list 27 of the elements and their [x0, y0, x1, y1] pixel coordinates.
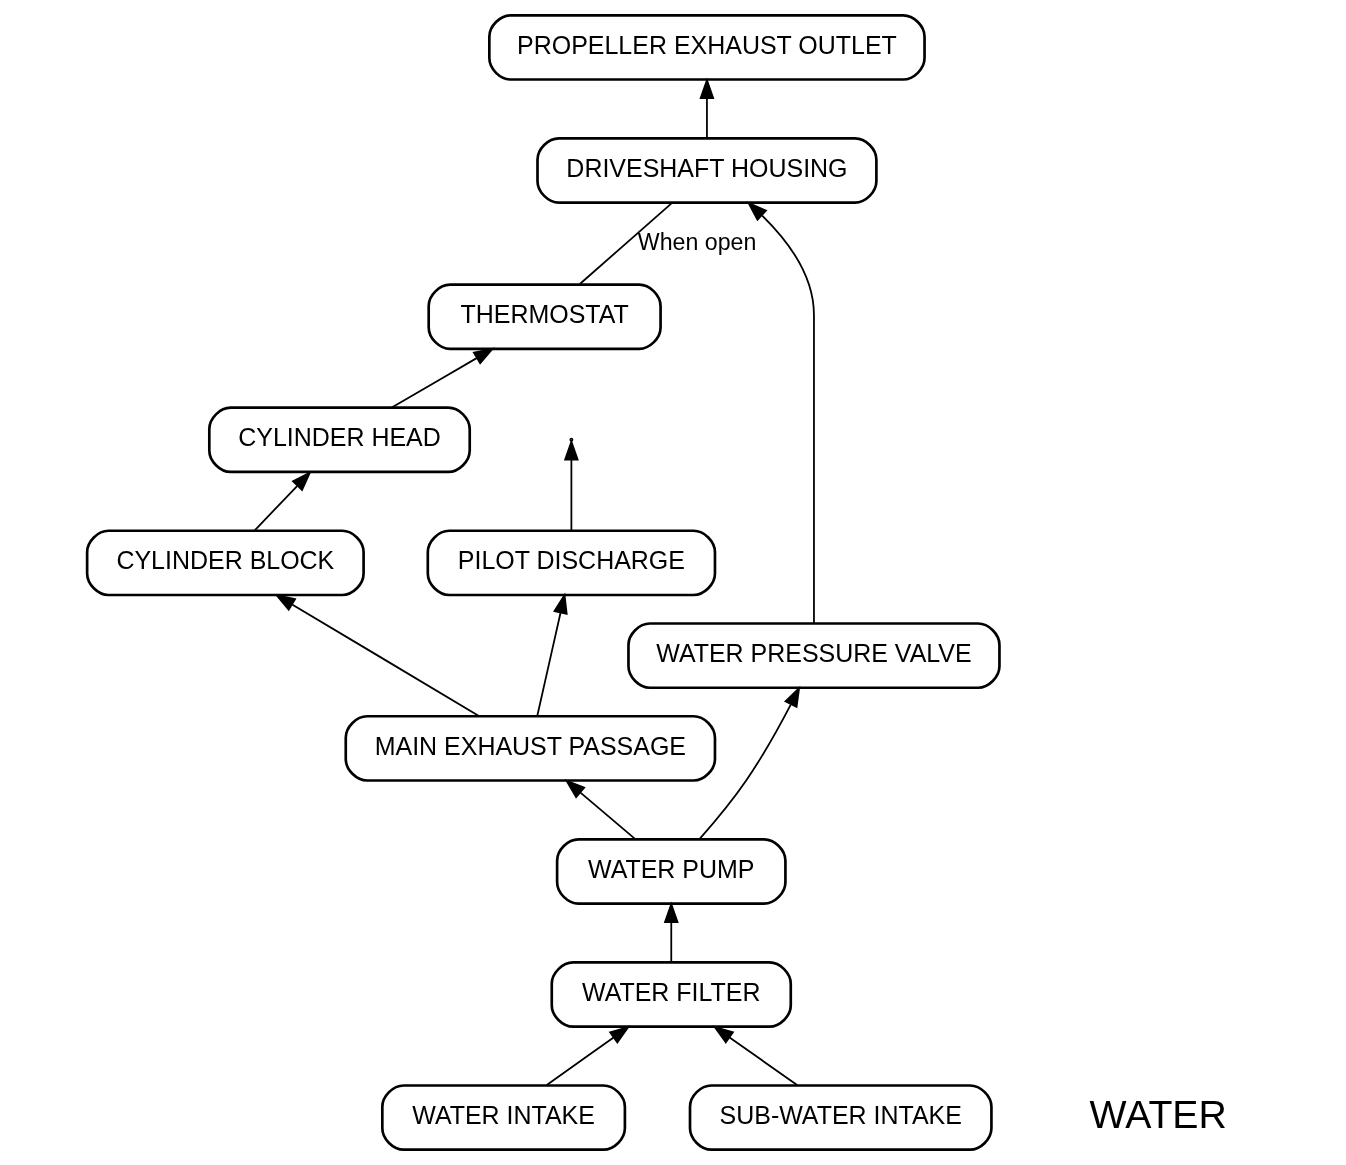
arrow	[746, 201, 815, 624]
arrow	[698, 685, 800, 840]
arrow	[663, 901, 679, 963]
node-box: CYLINDER BLOCK	[85, 529, 365, 597]
arrow	[390, 347, 495, 409]
node-box: PILOT DISCHARGE	[425, 529, 716, 597]
node-box: WATER PUMP	[555, 838, 787, 905]
node-box: THERMOSTAT	[426, 283, 662, 351]
label: WATER	[1089, 1091, 1227, 1136]
node-box: WATER INTAKE	[380, 1084, 626, 1152]
arrow	[564, 779, 636, 840]
arrow	[712, 1025, 798, 1086]
node-box: DRIVESHAFT HOUSING	[535, 137, 878, 204]
arrow	[273, 593, 480, 718]
arrow	[535, 592, 568, 717]
edge-label: When open	[637, 228, 756, 255]
node-box: WATER PRESSURE VALVE	[626, 622, 1001, 690]
arrow	[545, 1025, 630, 1086]
node-box: PROPELLER EXHAUST OUTLET	[487, 13, 926, 81]
arrow	[698, 77, 714, 139]
node-box: WATER FILTER	[549, 961, 792, 1028]
connector	[578, 201, 673, 285]
node-box: SUB-WATER INTAKE	[688, 1084, 993, 1152]
node-box: MAIN EXHAUST PASSAGE	[343, 714, 716, 782]
arrow	[563, 439, 579, 532]
arrow	[253, 470, 312, 532]
node-box: CYLINDER HEAD	[207, 406, 471, 474]
